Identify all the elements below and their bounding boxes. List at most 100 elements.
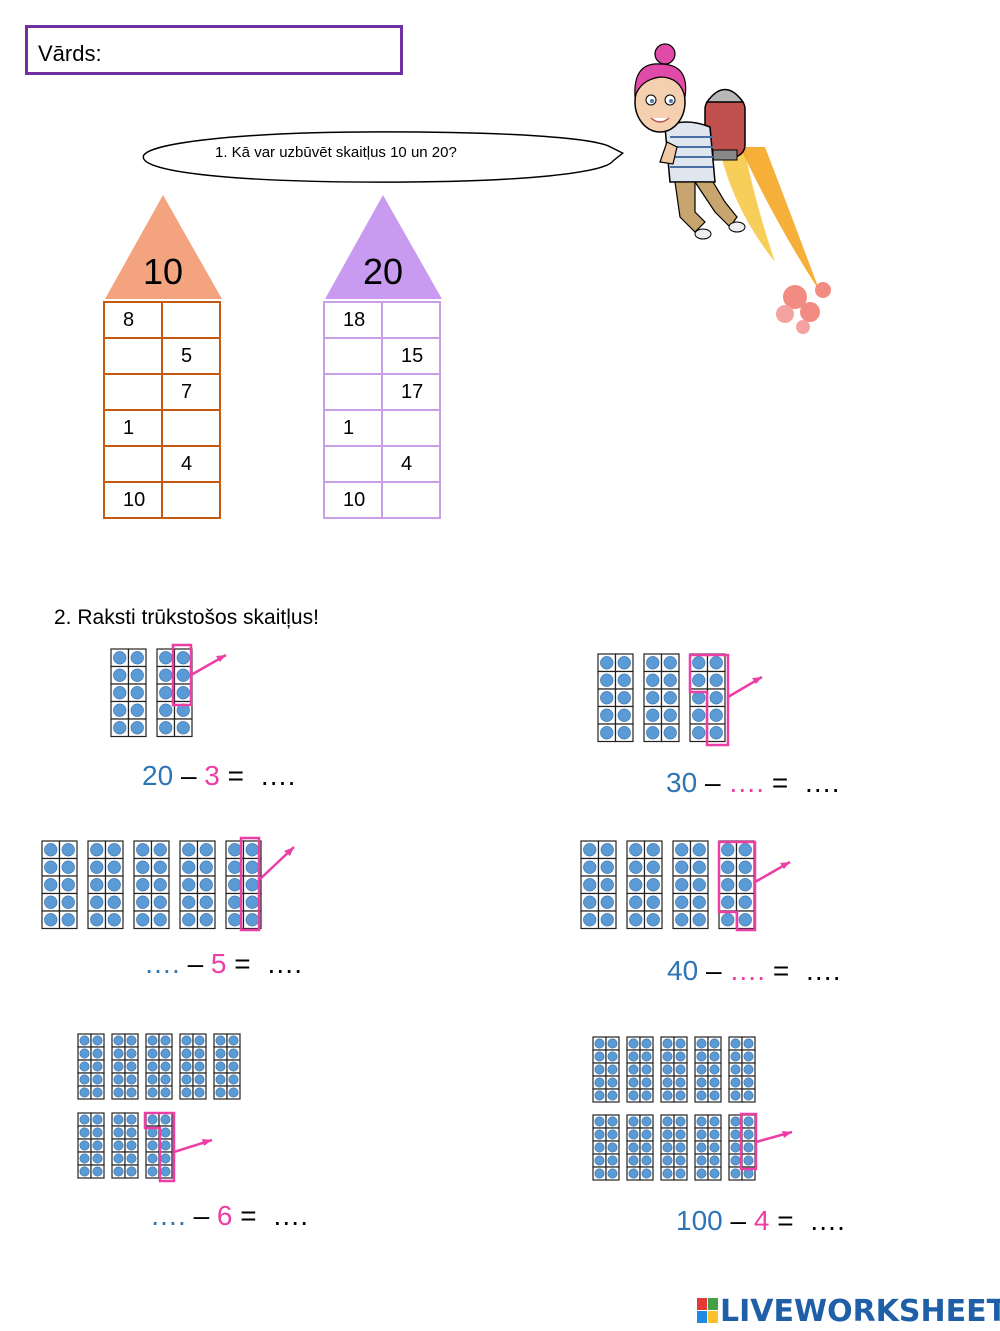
counter-dot [176,651,190,665]
house-10-cell[interactable] [161,409,221,447]
eq-minuend-blank[interactable]: …. [144,948,180,979]
eq-equals: = [227,760,245,791]
house-20-cell[interactable] [323,445,383,483]
ten-frame [592,1036,620,1103]
counter-dot [692,860,706,874]
liveworksheets-logo-text: LIVEWORKSHEETS [720,1294,1000,1329]
speech-bubble [142,131,625,183]
counter-dot [721,913,735,927]
counter-dot [61,895,75,909]
house-20-cell[interactable]: 17 [381,373,441,411]
eq-answer-blank[interactable]: …. [803,767,840,798]
counter-dot [738,913,752,927]
counter-dot [594,1129,605,1140]
house-20-cell[interactable] [381,301,441,339]
ten-frame [213,1033,241,1100]
ten-frame [626,840,663,930]
house-10-cell[interactable] [103,445,163,483]
house-10-cell[interactable]: 5 [161,337,221,375]
ten-frame [77,1033,105,1100]
counter-dot [641,1142,652,1153]
house-20-cell[interactable]: 15 [381,337,441,375]
house-10-table: 8 5 7 1 4 10 [103,301,221,519]
ten-frames-50 [41,840,262,935]
counter-dot [730,1129,741,1140]
house-10-number: 10 [142,251,184,292]
counter-dot [607,1064,618,1075]
house-10-cell[interactable] [161,301,221,339]
counter-dot [662,1077,673,1088]
house-20-cell[interactable]: 4 [381,445,441,483]
counter-dot [61,878,75,892]
counter-dot [617,708,631,722]
counter-dot [126,1166,137,1177]
counter-dot [738,860,752,874]
eq-subtrahend-blank[interactable]: …. [728,767,765,798]
counter-dot [245,895,259,909]
eq-answer-blank[interactable]: …. [259,760,296,791]
house-20-cell[interactable] [381,481,441,519]
name-field[interactable]: Vārds: [25,25,403,75]
counter-dot [61,843,75,857]
ten-frame [718,840,755,930]
ten-frame [179,1033,207,1100]
counter-dot [182,895,196,909]
eq-answer-blank[interactable]: …. [266,948,302,979]
arrow-icon [755,1130,793,1144]
eq-answer-blank[interactable]: …. [804,955,841,986]
house-20-cell[interactable]: 10 [323,481,383,519]
ten-frame [689,653,726,743]
house-20-cell[interactable] [323,373,383,411]
counter-dot [126,1114,137,1125]
ten-frames-20 [110,648,193,743]
counter-dot [721,878,735,892]
counter-dot [646,673,660,687]
counter-dot [696,1168,707,1179]
house-10-cell[interactable] [103,373,163,411]
ten-frame [156,648,193,738]
house-20-cell[interactable] [323,337,383,375]
counter-dot [215,1035,226,1046]
house-10-cell[interactable] [161,481,221,519]
counter-dot [160,1035,171,1046]
ten-frames-40 [580,840,755,935]
house-10-cell[interactable]: 10 [103,481,163,519]
counter-dot [130,686,144,700]
counter-dot [743,1077,754,1088]
counter-dot [176,686,190,700]
house-20-cell[interactable]: 1 [323,409,383,447]
house-10-cell[interactable]: 8 [103,301,163,339]
counter-dot [646,843,660,857]
counter-dot [126,1074,137,1085]
counter-dot [617,656,631,670]
counter-dot [675,1064,686,1075]
counter-dot [663,673,677,687]
house-10-cell[interactable]: 7 [161,373,221,411]
eq-subtrahend: 4 [753,1205,770,1236]
eq-subtrahend-blank[interactable]: …. [729,955,766,986]
house-10-cell[interactable]: 1 [103,409,163,447]
house-10-cell[interactable] [103,337,163,375]
counter-dot [113,1061,124,1072]
ten-frame-group [592,1036,756,1103]
counter-dot [194,1048,205,1059]
counter-dot [600,726,614,740]
counter-dot [153,860,167,874]
eq-answer-blank[interactable]: …. [272,1200,308,1231]
counter-dot [628,1155,639,1166]
counter-dot [696,1051,707,1062]
counter-dot [160,1140,171,1151]
house-20-cell[interactable]: 18 [323,301,383,339]
counter-dot [692,691,706,705]
eq-answer-blank[interactable]: …. [809,1205,845,1236]
counter-dot [663,726,677,740]
house-20-cell[interactable] [381,409,441,447]
ten-frame [694,1036,722,1103]
eq-minuend-blank[interactable]: …. [150,1200,186,1231]
counter-dot [628,1064,639,1075]
eq-minus: – [704,767,721,798]
house-10-cell[interactable]: 4 [161,445,221,483]
eq-minus: – [730,1205,747,1236]
counter-dot [147,1166,158,1177]
counter-dot [107,913,121,927]
